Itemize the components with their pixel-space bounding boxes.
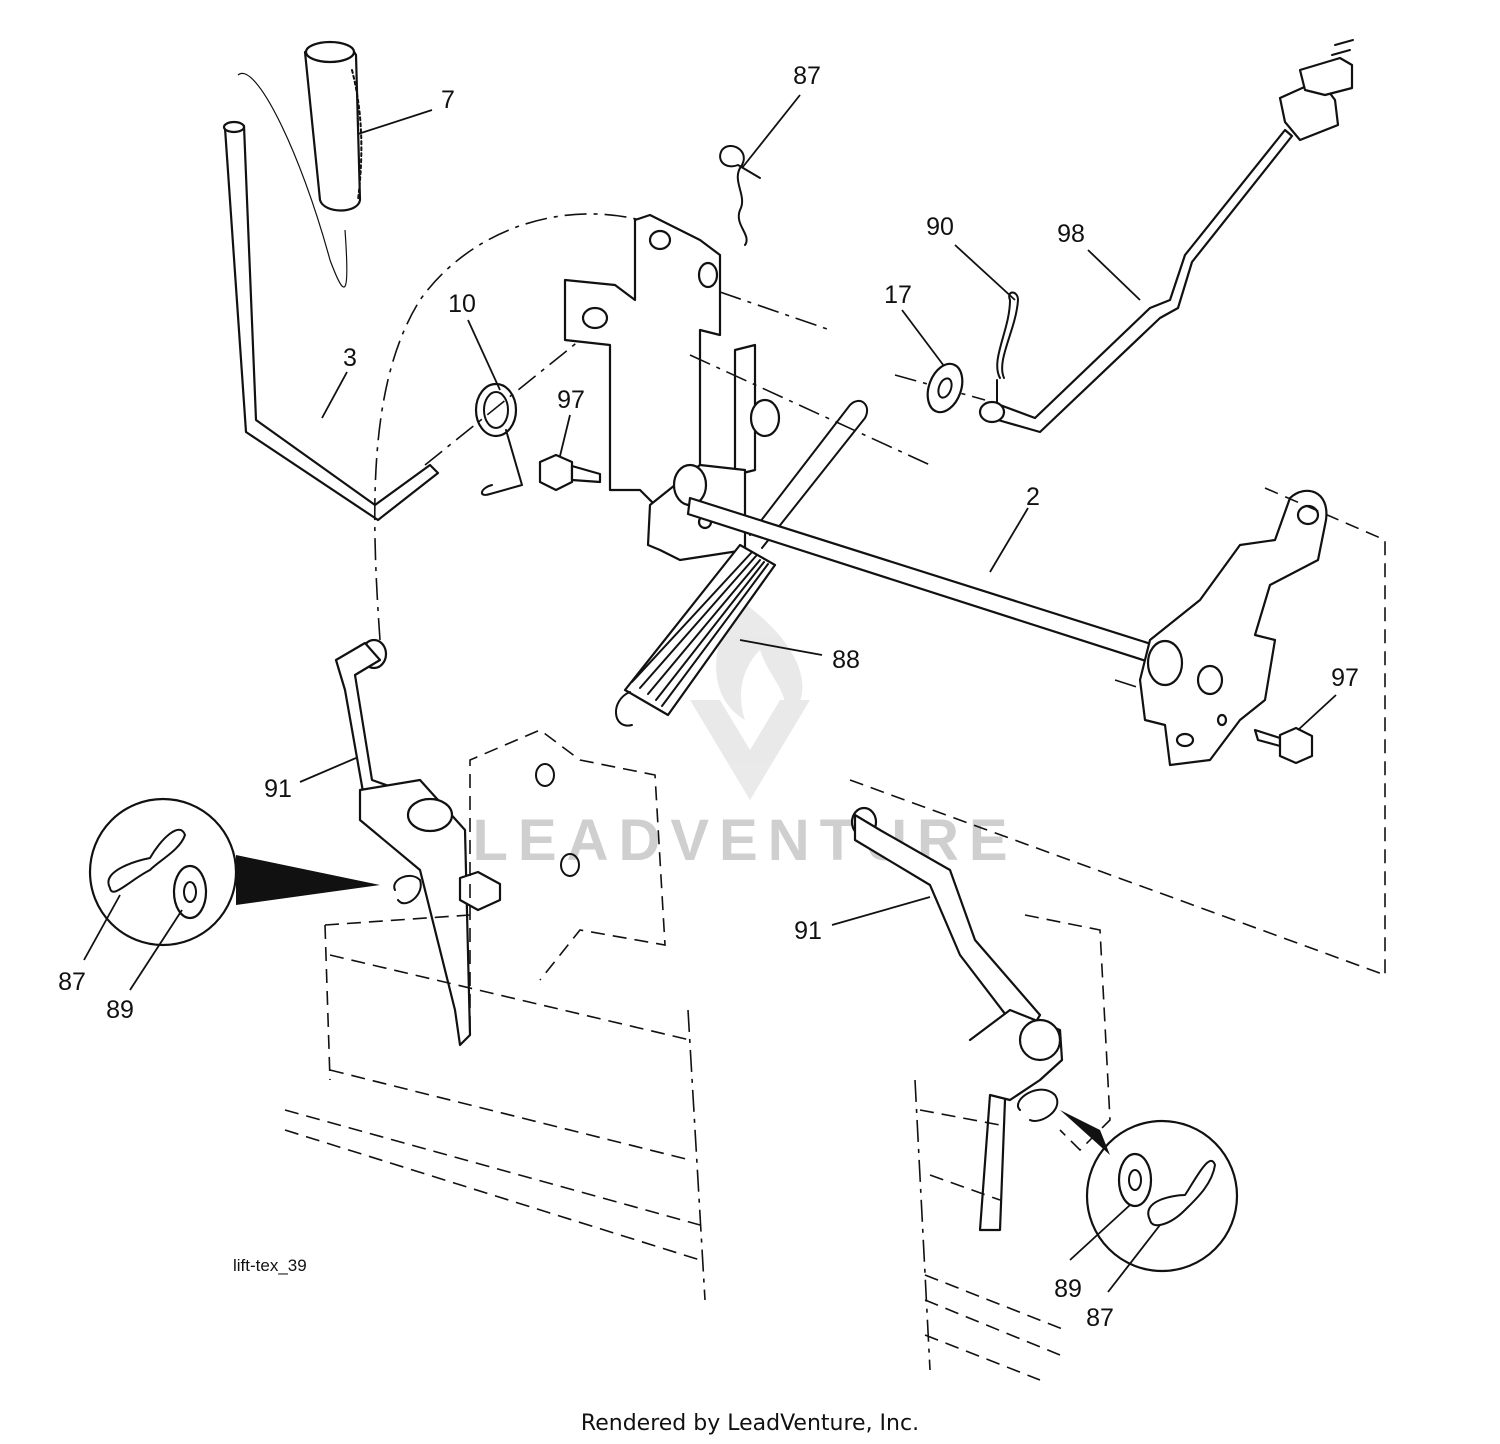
bolt-left: [538, 453, 602, 492]
deck-link-slot: [406, 797, 454, 833]
callout-88: 88: [832, 646, 860, 674]
torsion-spring-coil: [474, 382, 518, 438]
deck-hanger-outline: [469, 729, 666, 1030]
detail-pointer: [236, 855, 380, 905]
callout-7: 7: [441, 86, 455, 114]
right-link-assembly: [850, 806, 1064, 1232]
detail-pointer: [1060, 1110, 1110, 1155]
lift-bracket: [563, 213, 781, 562]
lift-lever-tip: [222, 120, 246, 134]
detail-hairpin: [1147, 1160, 1216, 1227]
callout-87-top: 87: [793, 62, 821, 90]
frame-outline-right: [1264, 487, 1386, 975]
callout-90: 90: [926, 213, 954, 241]
detail-circle-right: [1060, 1110, 1239, 1273]
footer-credit: Rendered by LeadVenture, Inc.: [581, 1411, 919, 1436]
left-link-assembly: [334, 638, 502, 1047]
deck-link-pivot: [1018, 1018, 1062, 1062]
callout-87-right: 87: [1086, 1304, 1114, 1332]
detail-washer: [172, 864, 208, 920]
deck-edge-right: [914, 1079, 931, 1371]
lift-arm-hole: [1175, 732, 1195, 748]
lift-arm-hub: [1146, 639, 1184, 687]
lift-arm-plate: [1138, 489, 1328, 767]
leader-lines: [83, 94, 1337, 1293]
callout-17: 17: [884, 281, 912, 309]
callout-97-left: 97: [557, 386, 585, 414]
callout-89-left: 89: [106, 996, 134, 1024]
callout-98: 98: [1057, 220, 1085, 248]
adjust-rod-thread: [1331, 39, 1354, 56]
detail-circle: [88, 797, 238, 947]
lift-lever: [223, 124, 440, 522]
callout-2: 2: [1026, 483, 1040, 511]
callout-97-right: 97: [1331, 664, 1359, 692]
hairpin-clip: [719, 145, 761, 246]
bolt-right: [1253, 726, 1314, 765]
callout-10: 10: [448, 290, 476, 318]
lift-arm-hole: [1296, 504, 1320, 526]
spring-hook-rod: [749, 399, 869, 549]
watermark-logo: [690, 600, 810, 800]
deck-hanger-outline: [1024, 914, 1111, 1152]
lift-bracket-body: [563, 213, 722, 512]
detail-circle: [1085, 1119, 1239, 1273]
bracket-hole: [648, 229, 672, 251]
adjust-rod-nut: [1298, 56, 1354, 97]
lift-arm-hole: [1216, 713, 1228, 727]
lift-lever-assembly: [222, 40, 440, 522]
callout-91-left: 91: [264, 775, 292, 803]
height-adjust-rod: [978, 39, 1354, 434]
callouts: 7 87 90 98 17 10 3 97 2 88 97 91 87 89 9…: [58, 62, 1359, 1332]
centerline-bracket: [689, 354, 931, 466]
grip-handle-top: [304, 40, 356, 64]
torsion-spring-leg: [481, 429, 523, 496]
extension-spring: [615, 543, 777, 727]
bracket-bushing: [749, 398, 781, 438]
centerline-lever: [424, 319, 606, 466]
torsion-spring: [474, 382, 523, 496]
grip-texture: [351, 69, 363, 201]
hairpin-clip: [393, 874, 422, 905]
deck-edge-left: [687, 1009, 706, 1301]
centerline-arm: [1114, 679, 1141, 689]
bolt-head: [538, 453, 574, 492]
hairpin-clip: [1017, 1088, 1059, 1122]
washer: [926, 362, 964, 414]
callout-91-right: 91: [794, 917, 822, 945]
deck-link-nut: [458, 870, 502, 912]
hairpin-clip: [996, 291, 1019, 379]
bracket-hole: [697, 261, 719, 289]
bolt-head: [1278, 726, 1314, 765]
detail-circle-left: [88, 797, 380, 947]
adjust-rod-body: [996, 128, 1294, 434]
deck-outline-left: [284, 914, 701, 1261]
callout-87-left: 87: [58, 968, 86, 996]
deck-link-bracket: [358, 778, 472, 1047]
figure-id: lift-tex_39: [233, 1256, 307, 1275]
spring-coils: [631, 551, 769, 707]
callout-89-right: 89: [1054, 1275, 1082, 1303]
bolt-shank: [1253, 728, 1282, 748]
spring-hook: [615, 691, 633, 727]
handle-phantom-line: [237, 72, 348, 288]
bracket-hole: [581, 306, 609, 330]
adjust-rod-end: [978, 400, 1006, 424]
detail-hairpin: [107, 828, 186, 893]
centerline-bracket: [719, 291, 831, 331]
lift-arm-pin: [1196, 664, 1224, 696]
right-lift-arm: [1138, 489, 1328, 767]
bolt-shank: [570, 464, 602, 484]
detail-washer: [1117, 1152, 1153, 1208]
deck-outline-right: [849, 779, 1386, 1381]
callout-3: 3: [343, 344, 357, 372]
